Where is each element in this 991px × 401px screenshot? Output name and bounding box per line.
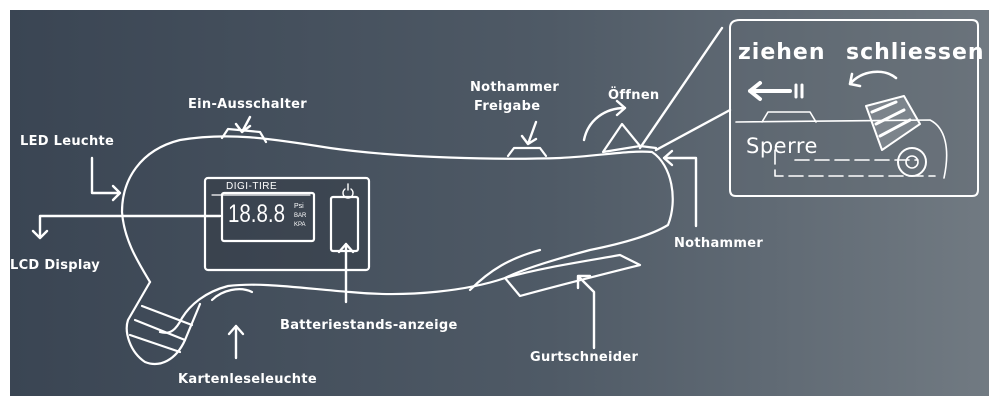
background-panel <box>10 10 989 396</box>
hammer-tip <box>601 122 642 154</box>
hammer-leader <box>662 149 698 228</box>
inset-mechanism <box>735 119 948 179</box>
emergency-hammer-label: Nothammer <box>674 236 764 251</box>
pull-arrow <box>748 81 792 101</box>
inset-box <box>729 19 979 197</box>
power-symbol <box>342 183 354 199</box>
release-leader <box>520 120 538 146</box>
callout-pointer <box>638 26 732 152</box>
device-body-outline <box>120 135 674 334</box>
led-leader <box>90 156 122 202</box>
card-reading-light-label: Kartenleseleuchte <box>178 372 317 387</box>
lock-label: Sperre <box>746 134 818 158</box>
cutter-leader <box>576 274 596 350</box>
card-light-leader <box>227 324 245 360</box>
screen-unit-bar: BAR <box>294 213 307 219</box>
close-label: schliessen <box>846 40 985 65</box>
screen-frame <box>203 176 371 272</box>
hammer-release-label-line1: Nothammer <box>470 80 560 95</box>
switch-leader <box>234 115 252 134</box>
open-label: Öffnen <box>608 88 660 103</box>
belt-cutter-label: Gurtschneider <box>530 350 639 365</box>
open-arrow <box>582 99 627 142</box>
screen-unit-kpa: KPA <box>294 222 306 228</box>
card-light-bulge <box>210 288 254 302</box>
release-button-shape <box>506 146 548 158</box>
battery-indicator-label: Batteriestands-anzeige <box>280 318 458 333</box>
hammer-release-label-line2: Freigabe <box>474 99 541 114</box>
screen-brand: DIGI-TIRE <box>226 181 278 192</box>
pull-label: ziehen <box>738 40 826 65</box>
inset-pivot <box>897 147 927 177</box>
screen-reading: 18.8.8 <box>228 200 286 228</box>
lcd-display-label: LCD Display <box>10 258 101 273</box>
power-switch-label: Ein-Ausschalter <box>188 97 307 112</box>
lcd-leader <box>31 214 222 240</box>
screen-unit-psi: Psi <box>294 203 304 210</box>
close-arrow <box>848 70 898 88</box>
led-light-label: LED Leuchte <box>20 134 115 149</box>
grip-cutout <box>503 253 642 298</box>
lcd-window <box>220 191 316 243</box>
battery-leader <box>337 242 355 304</box>
